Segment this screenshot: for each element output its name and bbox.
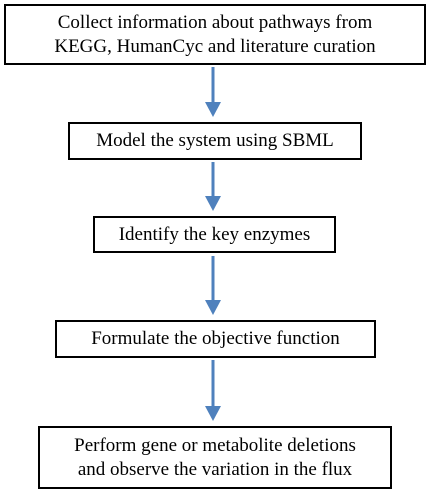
step-5-text: Perform gene or metabolite deletions and… <box>74 434 356 482</box>
step-perform-deletions: Perform gene or metabolite deletions and… <box>38 426 392 489</box>
step-4-text: Formulate the objective function <box>91 327 340 351</box>
step-3-text: Identify the key enzymes <box>119 223 311 247</box>
arrow-3-to-4 <box>205 256 221 315</box>
step-1-text: Collect information about pathways from … <box>54 11 375 59</box>
step-1-line-1: Collect information about pathways from <box>57 11 373 33</box>
step-2-text: Model the system using SBML <box>96 129 334 153</box>
step-1-line-2: KEGG, HumanCyc and literature curation <box>54 35 376 57</box>
step-3-line-1: Identify the key enzymes <box>118 223 311 245</box>
step-2-line-1: Model the system using SBML <box>96 130 334 151</box>
arrow-2-to-3 <box>205 162 221 211</box>
step-5-line-1: Perform gene or metabolite deletions <box>74 434 356 456</box>
step-collect-information: Collect information about pathways from … <box>4 4 426 65</box>
step-identify-enzymes: Identify the key enzymes <box>93 216 336 253</box>
arrow-1-to-2 <box>205 67 221 117</box>
arrow-4-to-5 <box>205 360 221 421</box>
step-model-system: Model the system using SBML <box>68 122 362 160</box>
step-5-line-2: and observe the variation in the flux <box>77 458 353 480</box>
step-formulate-objective: Formulate the objective function <box>55 320 376 358</box>
step-4-line-1: Formulate the objective function <box>91 328 340 349</box>
